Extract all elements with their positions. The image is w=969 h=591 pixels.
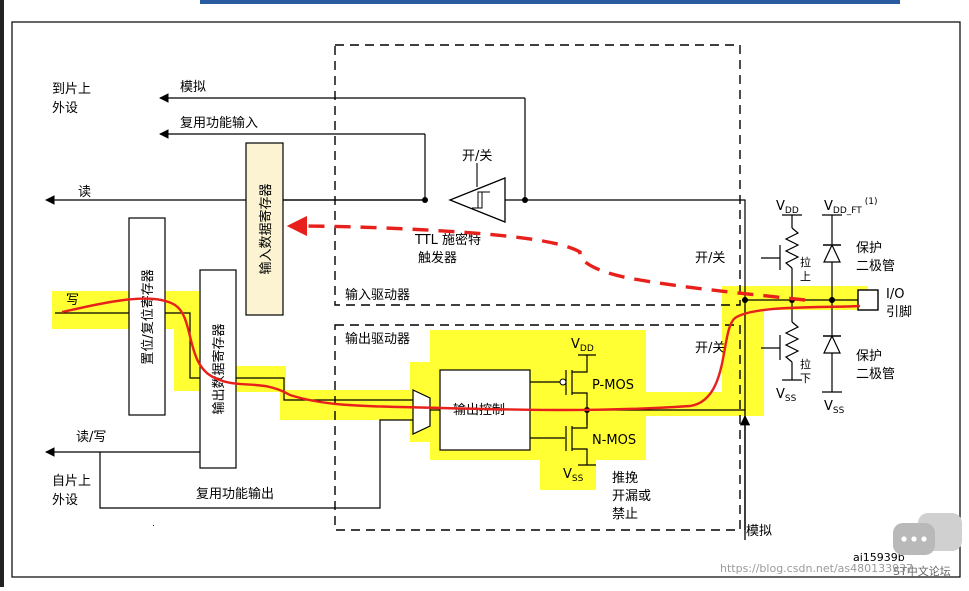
protection-diode-lower-2: 二极管: [856, 367, 895, 382]
protection-diode-upper-1: 保护: [856, 241, 882, 256]
pull-resistors: [761, 214, 802, 381]
input-data-register-label: 输入数据寄存器: [258, 183, 274, 274]
to-peripheral-label-2: 外设: [52, 101, 78, 116]
pull-up-label-2: 上: [800, 270, 811, 283]
trigger-on-off-label: 开/关: [462, 149, 492, 164]
from-peripheral-label-1: 自片上: [52, 474, 91, 489]
diode-junction: [829, 297, 835, 303]
pull-up-label-1: 拉: [800, 255, 811, 269]
vdd-ft-label: VDD_FT(1): [824, 197, 878, 216]
upper-diode-icon: [823, 243, 841, 263]
output-mux: [412, 389, 431, 435]
junction-dot: [522, 197, 528, 203]
input-driver-box: [334, 44, 741, 306]
vss-pulldown-label: VSS: [776, 387, 797, 404]
read-write-label: 读/写: [76, 430, 106, 445]
pin-junction: [742, 297, 748, 303]
ttl-schmitt-label-1: TTL 施密特: [414, 232, 481, 248]
left-wires: [45, 93, 526, 509]
pushpull-label-1: 推挽: [612, 471, 638, 486]
pulldown-on-off-label: 开/关: [695, 341, 725, 356]
protection-diode-lower-1: 保护: [856, 349, 882, 364]
analog-label: 模拟: [180, 80, 206, 95]
chat-bubble-icon: [893, 513, 962, 555]
pullup-on-off-label: 开/关: [695, 251, 725, 266]
analog-bottom-label: 模拟: [746, 524, 772, 539]
io-pin-label-1: I/O: [886, 287, 904, 302]
vdd-pullup-label: VDD: [776, 199, 799, 216]
output-driver-label: 输出驱动器: [345, 331, 410, 347]
title-remnant: [200, 0, 900, 4]
alt-func-output-label: 复用功能输出: [196, 486, 274, 502]
pmos-bubble: [559, 378, 567, 386]
figure-id: ai15939b: [853, 551, 905, 564]
pmos-label: P-MOS: [592, 378, 634, 393]
output-driver-box: [334, 324, 741, 531]
output-signal-path: [61, 297, 861, 412]
lower-diode-icon: [823, 334, 841, 354]
pull-down-label-2: 下: [800, 372, 811, 385]
footer-label: ST中文论坛: [893, 564, 951, 578]
bit-set-reset-register-label: 置位/复位寄存器: [140, 269, 156, 364]
vdd-mos-label: VDD: [571, 337, 594, 354]
read-label: 读: [78, 185, 91, 200]
nmos-label: N-MOS: [592, 433, 636, 448]
pull-down-label-1: 拉: [800, 357, 811, 371]
outer-frame: [11, 21, 961, 578]
schmitt-symbol: [472, 191, 490, 209]
vss-mos-label: VSS: [563, 467, 584, 484]
to-peripheral-label-1: 到片上: [52, 82, 91, 97]
from-peripheral-label-2: 外设: [52, 493, 78, 508]
input-signal-path: [286, 215, 806, 302]
protection-diode-upper-2: 二极管: [856, 259, 895, 274]
input-data-register: [245, 142, 284, 316]
stray-mark: .: [152, 519, 155, 529]
junction-dot: [422, 197, 428, 203]
output-data-register-label: 输出数据寄存器: [211, 323, 227, 414]
output-data-register: [199, 269, 237, 469]
alt-func-input-label: 复用功能输入: [180, 115, 258, 131]
io-pin-label-2: 引脚: [886, 304, 912, 320]
io-pin: [857, 289, 879, 311]
input-pin-wire: [505, 199, 746, 300]
input-driver-label: 输入驱动器: [345, 287, 410, 303]
pushpull-label-3: 禁止: [612, 507, 638, 522]
vss-diode-label: VSS: [824, 399, 845, 416]
write-label: 写: [66, 293, 79, 308]
pushpull-label-2: 开漏或: [612, 488, 651, 504]
ttl-schmitt-label-2: 触发器: [418, 250, 457, 266]
bit-set-reset-register: [128, 217, 166, 416]
watermark-url: https://blog.csdn.net/as480133937: [720, 562, 914, 575]
left-edge: [0, 0, 4, 587]
